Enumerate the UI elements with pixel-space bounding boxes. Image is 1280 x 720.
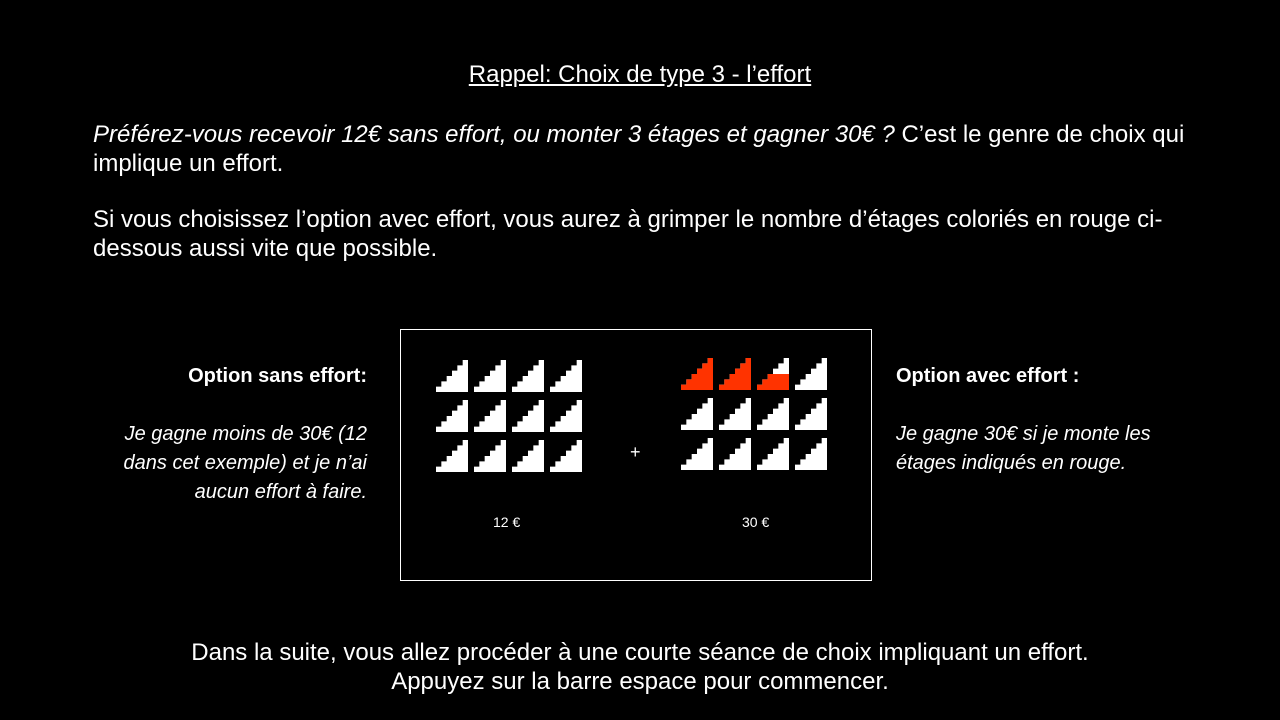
footer-line-2: Appuyez sur la barre espace pour commenc… (391, 668, 889, 695)
red-stairs-icon (757, 358, 789, 390)
stairs-icon (795, 438, 827, 470)
no-effort-option: Option sans effort: Je gagne moins de 30… (100, 362, 367, 507)
stairs-icon (757, 398, 789, 430)
instruction-paragraph: Si vous choisissez l’option avec effort,… (93, 206, 1163, 262)
effort-amount: 30 € (742, 514, 770, 530)
choice-illustration: + 12 € 30 € (400, 329, 872, 581)
stairs-icon (436, 360, 468, 392)
stairs-icon (474, 360, 506, 392)
stairs-icon (550, 360, 582, 392)
effort-option: Option avec effort : Je gagne 30€ si je … (896, 362, 1156, 478)
stairs-icon (436, 400, 468, 432)
stairs-icon (719, 438, 751, 470)
page-title: Rappel: Choix de type 3 - l’effort (468, 61, 812, 88)
no-effort-heading: Option sans effort: (188, 365, 367, 387)
stairs-icon (719, 398, 751, 430)
stairs-icon (795, 358, 827, 390)
plus-sign: + (630, 442, 641, 462)
footer-line-1: Dans la suite, vous allez procéder à une… (191, 639, 1089, 666)
red-stairs-icon (719, 358, 751, 390)
no-effort-amount: 12 € (493, 514, 521, 530)
stairs-icon (436, 440, 468, 472)
stairs-icon (795, 398, 827, 430)
stairs-icon (512, 440, 544, 472)
no-effort-description: Je gagne moins de 30€ (12 dans cet exemp… (123, 423, 367, 503)
intro-paragraph: Préférez-vous recevoir 12€ sans effort, … (93, 120, 1193, 178)
stairs-icon (474, 400, 506, 432)
stairs-icon (681, 398, 713, 430)
stairs-icon (757, 438, 789, 470)
intro-question: Préférez-vous recevoir 12€ sans effort, … (93, 121, 895, 148)
stairs-icon (512, 360, 544, 392)
stairs-icon (550, 440, 582, 472)
stairs-icon (512, 400, 544, 432)
intro-explanation: C’est le genre de choix qui implique un … (93, 121, 1185, 177)
stairs-icon (681, 438, 713, 470)
stairs-icon (474, 440, 506, 472)
red-stairs-icon (681, 358, 713, 390)
effort-description: Je gagne 30€ si je monte les étages indi… (896, 423, 1151, 474)
stairs-icon (550, 400, 582, 432)
effort-heading: Option avec effort : (896, 365, 1080, 387)
